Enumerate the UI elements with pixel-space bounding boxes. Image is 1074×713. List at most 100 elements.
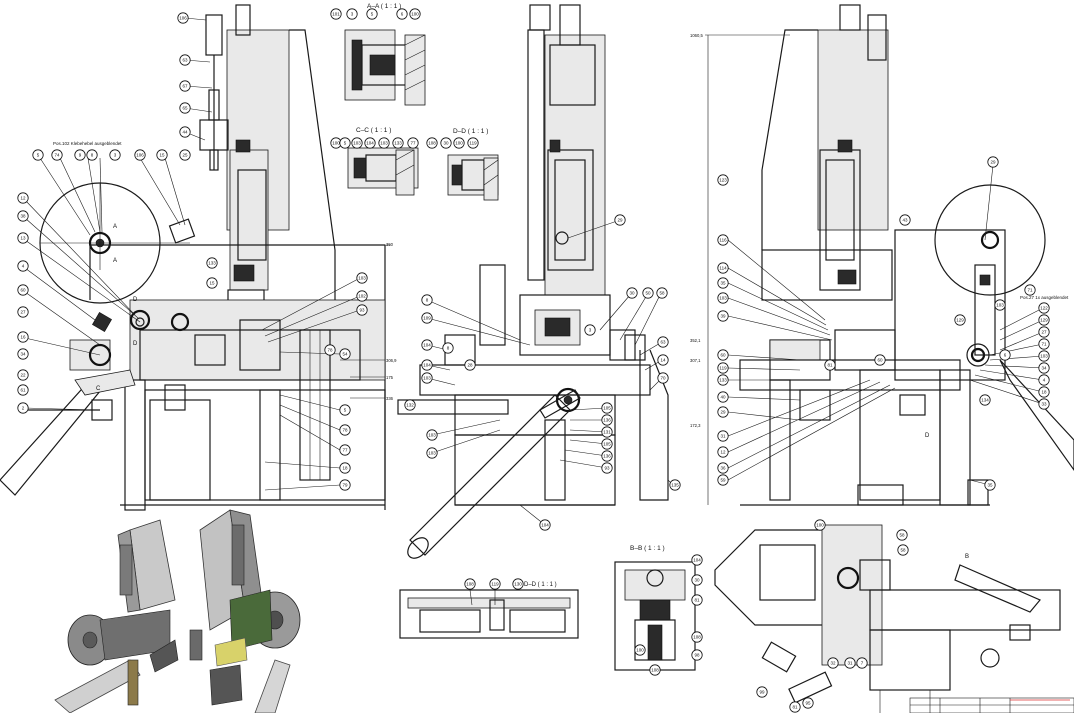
item-balloon: 123	[717, 174, 729, 186]
balloon-circle	[669, 479, 681, 491]
item-balloon: 122	[1038, 302, 1050, 314]
item-balloon: 105	[601, 402, 613, 414]
balloon-number: 105	[603, 406, 611, 411]
balloon-circle	[649, 664, 661, 676]
item-balloon: 22	[17, 369, 29, 381]
balloon-circle	[539, 519, 551, 531]
item-balloon: 5	[339, 404, 351, 416]
item-balloon: 2	[17, 402, 29, 414]
balloon-number: 16	[20, 335, 26, 340]
item-balloon: 3	[109, 149, 121, 161]
balloon-circle	[717, 391, 729, 403]
balloon-number: 18	[342, 466, 348, 471]
item-balloon: 103	[351, 137, 363, 149]
item-balloon: 58	[656, 287, 668, 299]
balloon-circle	[634, 644, 646, 656]
balloon-circle	[421, 294, 433, 306]
balloon-number: 136	[603, 418, 611, 423]
item-balloon: 119	[489, 578, 501, 590]
balloon-circle	[897, 544, 909, 556]
item-balloon: 31	[717, 430, 729, 442]
item-balloon: 105	[601, 438, 613, 450]
item-balloon: 106	[134, 149, 146, 161]
balloon-circle	[109, 149, 121, 161]
item-balloon: 5	[366, 8, 378, 20]
item-balloon: 30	[626, 287, 638, 299]
item-balloon: 136	[601, 414, 613, 426]
item-balloon: 33	[1038, 398, 1050, 410]
balloon-number: 5	[371, 12, 374, 17]
balloon-number: 70	[660, 376, 666, 381]
item-balloon: 99	[756, 686, 768, 698]
balloon-circle	[691, 631, 703, 643]
balloon-number: 58	[659, 291, 665, 296]
balloon-circle	[802, 697, 814, 709]
balloon-circle	[17, 260, 29, 272]
item-balloon: 6	[999, 349, 1011, 361]
balloon-circle	[896, 529, 908, 541]
balloon-number: 28	[467, 363, 473, 368]
section-title-b-b: B–B ( 1 : 1 )	[630, 545, 665, 552]
balloon-circle	[874, 354, 886, 366]
balloon-circle	[156, 149, 168, 161]
balloon-circle	[17, 369, 29, 381]
balloon-circle	[657, 354, 669, 366]
item-balloon: 58	[896, 529, 908, 541]
cut-marker: C	[96, 386, 101, 392]
balloon-circle	[489, 578, 501, 590]
item-balloon: 109	[421, 312, 433, 324]
balloon-number: 81	[792, 705, 798, 710]
balloon-circle	[74, 149, 86, 161]
item-balloon: 100	[453, 137, 465, 149]
balloon-circle	[717, 277, 729, 289]
balloon-circle	[330, 8, 342, 20]
item-balloon: 5	[32, 149, 44, 161]
balloon-number: 103	[1040, 354, 1048, 359]
balloon-circle	[134, 149, 146, 161]
item-balloon: 14	[657, 354, 669, 366]
balloon-circle	[626, 287, 638, 299]
balloon-number: 63	[660, 340, 666, 345]
balloon-number: 54	[342, 352, 348, 357]
balloon-number: 116	[719, 238, 727, 243]
balloon-number: 12	[720, 450, 726, 455]
balloon-number: 100	[636, 648, 644, 653]
item-balloon: 44	[179, 126, 191, 138]
balloon-number: 105	[603, 442, 611, 447]
item-balloon: 71	[1024, 284, 1036, 296]
balloon-circle	[464, 578, 476, 590]
balloon-number: 104	[541, 523, 549, 528]
balloon-circle	[601, 450, 613, 462]
item-balloon: 34	[1038, 362, 1050, 374]
item-balloon: 78	[324, 344, 336, 356]
balloon-circle	[717, 234, 729, 246]
balloon-number: 34	[1041, 366, 1047, 371]
balloon-circle	[17, 232, 29, 244]
balloon-number: 58	[899, 533, 905, 538]
balloon-circle	[691, 649, 703, 661]
section-c-c	[347, 147, 419, 196]
balloon-circle	[356, 304, 368, 316]
dimension-label: 175	[386, 375, 394, 380]
balloon-circle	[601, 414, 613, 426]
isometric-view-1	[54, 519, 179, 713]
balloon-circle	[717, 430, 729, 442]
balloon-number: 44	[182, 130, 188, 135]
item-balloon: 74	[51, 149, 63, 161]
dimension-label: 307,1	[690, 358, 701, 363]
balloon-circle	[17, 192, 29, 204]
balloon-circle	[356, 290, 368, 302]
balloon-number: 129	[956, 318, 964, 323]
balloon-circle	[1038, 326, 1050, 338]
balloon-circle	[339, 462, 351, 474]
item-balloon: 30	[691, 574, 703, 586]
balloon-circle	[51, 149, 63, 161]
cut-marker: B	[965, 554, 969, 560]
balloon-circle	[717, 462, 729, 474]
balloon-number: 33	[1041, 402, 1047, 407]
item-balloon: 12	[17, 192, 29, 204]
item-balloon: 50	[642, 287, 654, 299]
section-title-d-d-bottom: D–D ( 1 : 1 )	[524, 582, 557, 588]
